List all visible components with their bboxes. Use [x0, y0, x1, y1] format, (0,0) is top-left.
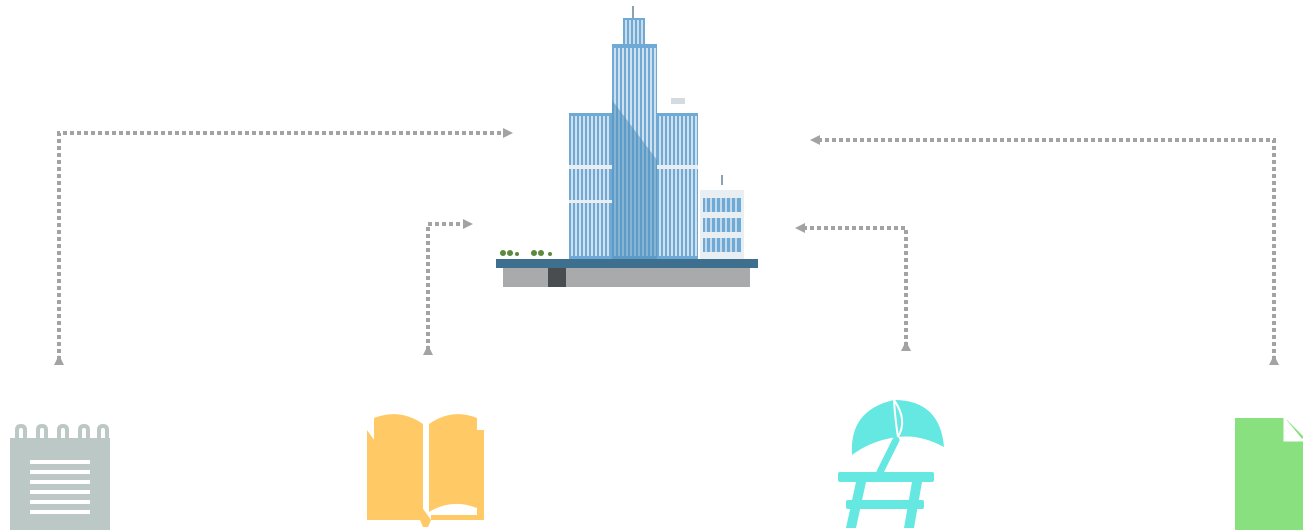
notepad-icon — [10, 423, 110, 530]
connectors — [54, 128, 1279, 365]
office-building-icon — [496, 6, 758, 287]
connector-notepad — [54, 128, 513, 365]
open-book-icon — [367, 414, 484, 527]
picnic-table-umbrella-icon — [838, 399, 944, 528]
document-icon — [1235, 418, 1303, 530]
connector-document — [810, 135, 1279, 365]
connector-umbrella-table — [795, 223, 911, 351]
connector-book — [423, 219, 473, 355]
